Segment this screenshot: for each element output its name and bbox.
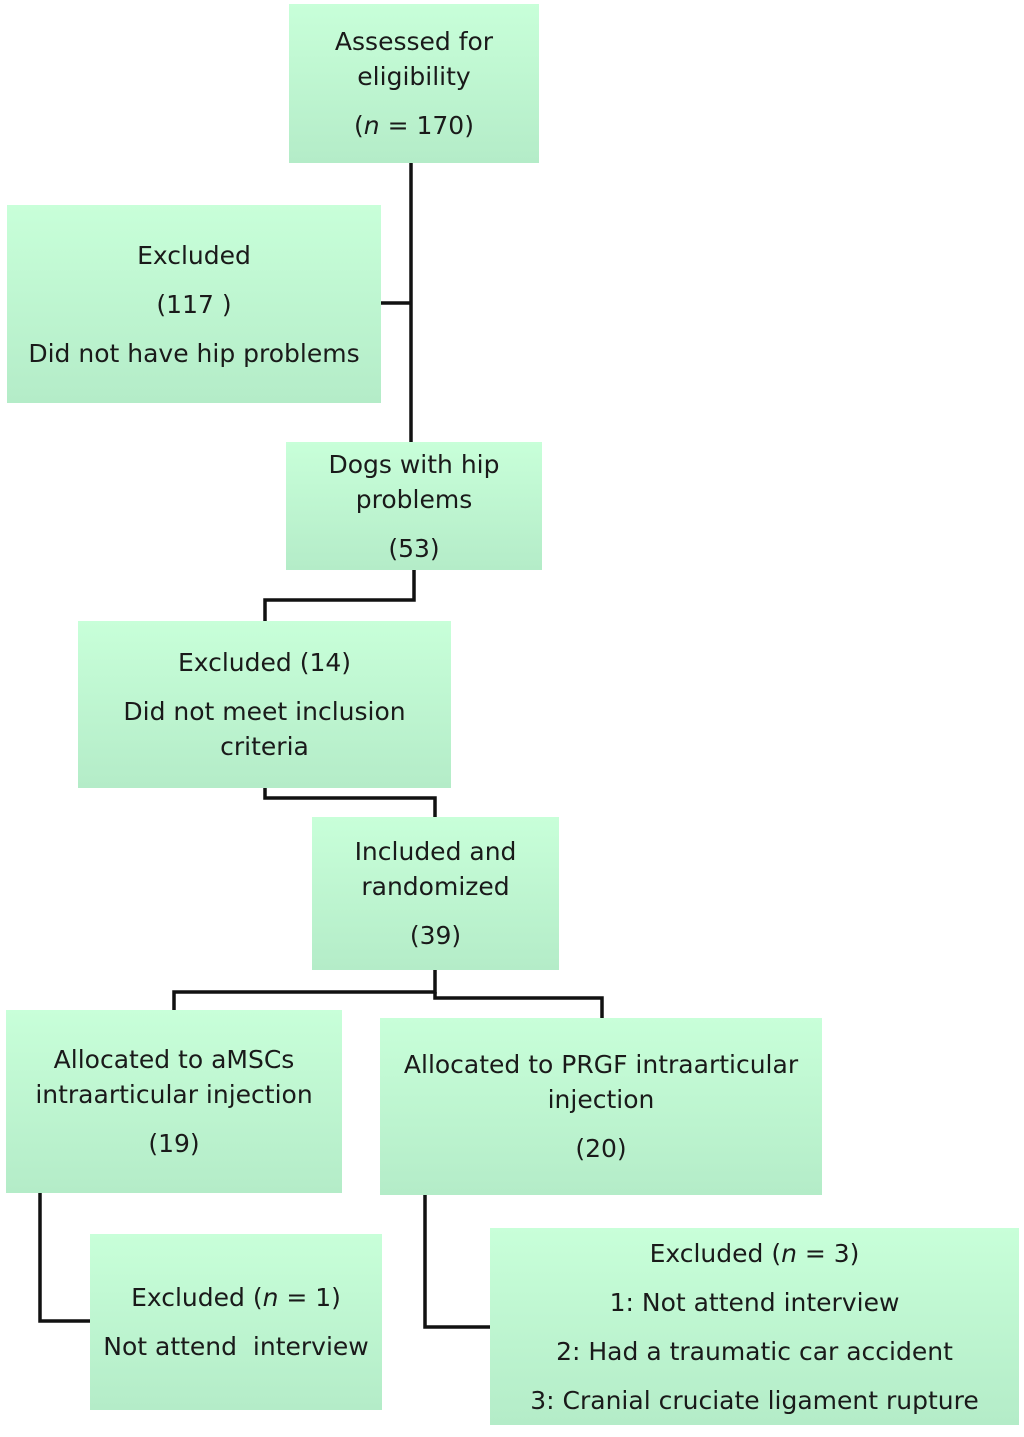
amscs-allocation-box: Allocated to aMSCs intraarticular inject…: [6, 1010, 342, 1193]
excluded3-reason: Not attend interview: [103, 1332, 369, 1361]
assessed-line1: Assessed for: [334, 27, 494, 56]
connector-to-prgf: [433, 992, 604, 1018]
excluded1-label: Excluded: [137, 240, 251, 270]
randomized-line2: randomized: [361, 872, 510, 901]
amscs-line1: Allocated to aMSCs: [53, 1045, 295, 1074]
prgf-allocation-box: Allocated to PRGF intraarticular injecti…: [380, 1018, 822, 1195]
randomized-count: (39): [409, 921, 462, 950]
excluded-prgf-box: Excluded (n = 3) 1: Not attend interview…: [490, 1228, 1019, 1425]
connector-excluded2-to-randomized: [263, 788, 437, 818]
connector-hip-to-excluded2: [263, 570, 416, 622]
hip-problems-box: Dogs with hip problems (53): [286, 442, 542, 570]
excluded2-reason1: Did not meet inclusion: [123, 697, 406, 726]
excluded2-label: Excluded (14): [177, 648, 352, 677]
connector-prgf-to-excluded4: [423, 1195, 490, 1329]
excluded2-reason2: criteria: [220, 732, 309, 761]
randomized-line1: Included and: [354, 837, 517, 866]
amscs-count: (19): [148, 1129, 200, 1158]
assessed-count: (n = 170): [354, 111, 474, 140]
excluded1-reason: Did not have hip problems: [28, 338, 360, 368]
hip-line1: Dogs with hip: [328, 449, 500, 479]
excluded4-reason-2: 2: Had a traumatic car accident: [556, 1336, 953, 1366]
excluded1-count: (117 ): [156, 289, 232, 319]
excluded4-reason-1: 1: Not attend interview: [609, 1287, 900, 1317]
excluded3-label: Excluded (n = 1): [131, 1283, 341, 1312]
randomized-box: Included and randomized (39): [312, 817, 559, 970]
amscs-line2: intraarticular injection: [35, 1080, 313, 1109]
hip-line2: problems: [355, 484, 473, 514]
excluded-inclusion-box: Excluded (14) Did not meet inclusion cri…: [78, 621, 451, 788]
connector-amscs-to-excluded3: [38, 1193, 90, 1323]
hip-count: (53): [388, 533, 440, 563]
excluded4-reason-3: 3: Cranial cruciate ligament rupture: [530, 1385, 979, 1415]
excluded-amscs-box: Excluded (n = 1) Not attend interview: [90, 1234, 382, 1410]
excluded4-label: Excluded (n = 3): [649, 1238, 860, 1268]
prgf-count: (20): [575, 1134, 627, 1163]
prgf-line2: injection: [547, 1085, 655, 1114]
prgf-line1: Allocated to PRGF intraarticular: [403, 1050, 799, 1079]
connector-randomized-split: [172, 970, 437, 1010]
excluded-no-hip-box: Excluded (117 ) Did not have hip problem…: [7, 205, 381, 403]
assessed-box: Assessed for eligibility (n = 170): [289, 4, 539, 163]
assessed-line2: eligibility: [357, 62, 471, 91]
